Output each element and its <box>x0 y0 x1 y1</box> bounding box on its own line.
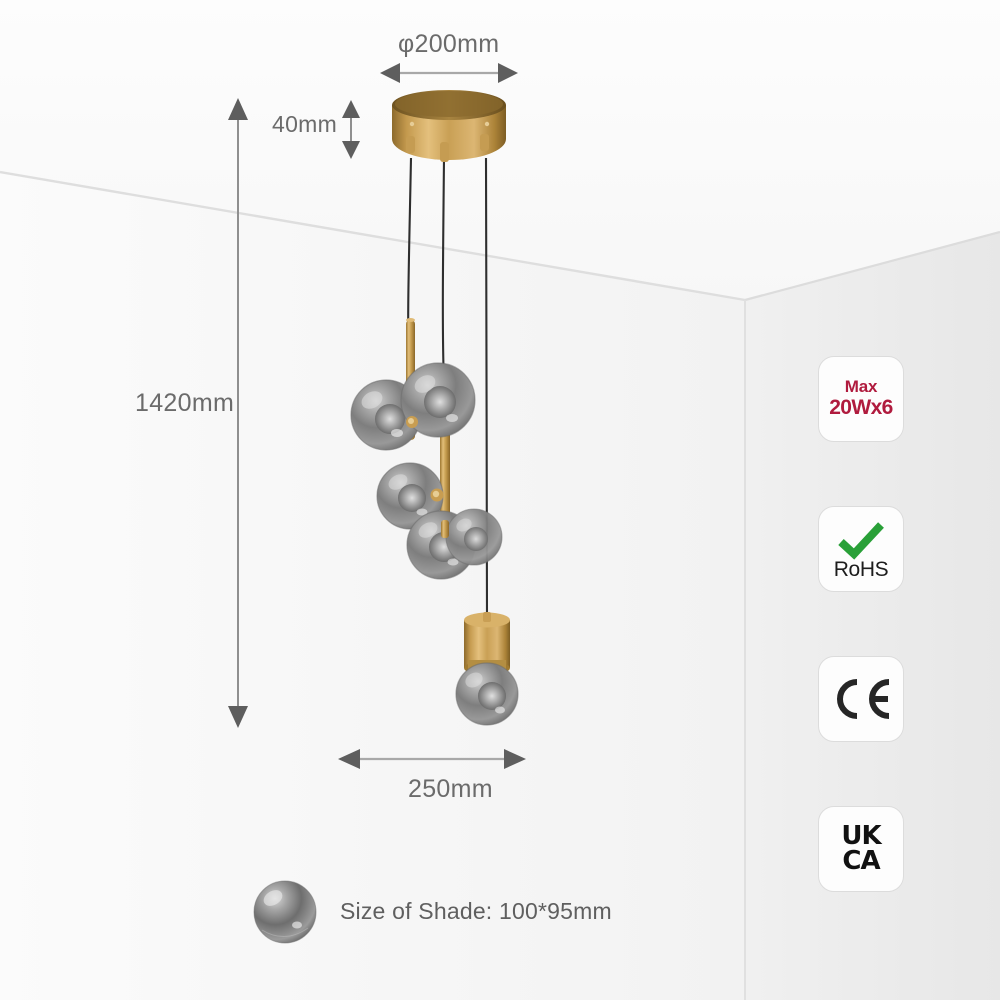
badge-ukca: UK CA <box>818 806 904 892</box>
arrow-spread-width <box>338 749 526 769</box>
max-power-text: Max 20Wx6 <box>829 378 893 419</box>
glass-globe <box>445 508 503 566</box>
dimension-label-spread-width: 250mm <box>408 775 493 803</box>
checkmark-icon <box>838 522 884 560</box>
ce-mark-icon <box>837 679 890 719</box>
max-power-line2: 20Wx6 <box>829 395 893 419</box>
shade-size-caption: Size of Shade: 100*95mm <box>340 898 612 924</box>
dimension-label-total-drop: 1420mm <box>135 389 235 417</box>
glass-globe <box>455 662 519 726</box>
dimension-label-canopy-height: 40mm <box>272 111 338 137</box>
badge-rohs: RoHS <box>818 506 904 592</box>
ukca-line1: UK <box>841 820 881 851</box>
ukca-line2: CA <box>842 846 880 876</box>
badge-max-power: Max 20Wx6 <box>818 356 904 442</box>
globe-cluster-upper <box>350 318 503 580</box>
ceiling-canopy <box>392 90 506 162</box>
certification-badge-list: Max 20Wx6 RoHS CE UK CA <box>818 356 904 892</box>
dimension-label-diameter: φ200mm <box>398 30 500 58</box>
arrow-diameter <box>380 63 518 83</box>
arrow-total-drop <box>228 98 248 728</box>
arrow-canopy-height <box>342 100 360 159</box>
glass-globe <box>400 362 476 438</box>
max-power-line1: Max <box>844 377 878 397</box>
rohs-label: RoHS <box>833 558 889 581</box>
badge-ce: CE <box>818 656 904 742</box>
lower-pendant <box>455 612 519 726</box>
ukca-text: UK CA <box>841 820 881 876</box>
